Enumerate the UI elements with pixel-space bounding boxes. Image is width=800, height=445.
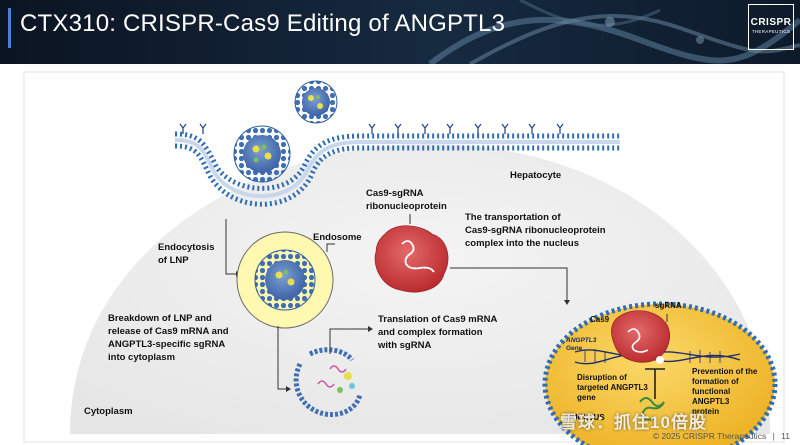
arrow-endosome [326, 243, 335, 252]
label-disruption-3: gene [577, 393, 596, 402]
label-breakdown-3: ANGPTL3-specific sgRNA [108, 339, 225, 350]
label-rnp-1: Cas9-sgRNA [366, 188, 424, 199]
label-gene-1: ANGPTL3 [565, 337, 597, 344]
label-endocytosis-2: of LNP [158, 255, 189, 266]
footer-separator: | [772, 431, 775, 441]
footer-page-number: 11 [781, 431, 790, 441]
label-translation-3: with sgRNA [377, 340, 431, 351]
label-endocytosis-1: Endocytosis [158, 242, 215, 253]
label-rnp-2: ribonucleoprotein [366, 201, 447, 212]
label-breakdown-4: into cytoplasm [108, 352, 175, 363]
slide-footer: © 2025 CRISPR Therapeutics | 11 [653, 431, 790, 441]
label-breakdown-2: release of Cas9 mRNA and [108, 326, 229, 337]
logo-wordmark: CRISPR [750, 17, 792, 28]
label-sgrna: sgRNA [655, 301, 682, 310]
logo-subtitle: THERAPEUTICS [751, 29, 791, 34]
watermark: 雪球：抓住10倍股 [560, 413, 707, 432]
arrow-to-nucleus [450, 267, 568, 304]
slide-header: CTX310: CRISPR-Cas9 Editing of ANGPTL3 C… [0, 0, 800, 64]
cell-membrane [174, 131, 620, 207]
nucleus [542, 301, 778, 445]
label-cytoplasm: Cytoplasm [84, 406, 133, 417]
label-prevention-2: formation of [692, 377, 739, 386]
cas9-in-nucleus [611, 310, 670, 364]
footer-copyright: © 2025 CRISPR Therapeutics [652, 431, 767, 441]
slide-title: CTX310: CRISPR-Cas9 Editing of ANGPTL3 [20, 10, 506, 37]
label-transport-2: Cas9-sgRNA ribonucleoprotein [465, 225, 606, 236]
label-prevention-4: ANGPTL3 [692, 397, 730, 406]
label-cas9: Cas9 [590, 315, 610, 324]
cas9-sgrna-complex [374, 225, 449, 293]
label-gene-2: Gene [566, 345, 583, 352]
endosome [236, 231, 334, 329]
label-disruption-2: targeted ANGPTL3 [577, 383, 648, 392]
label-prevention-1: Prevention of the [692, 367, 758, 376]
label-transport-3: complex into the nucleus [465, 238, 579, 249]
label-nucleus: NUCLEUS [566, 413, 605, 422]
membrane-receptors [179, 123, 564, 134]
label-endosome: Endosome [313, 232, 362, 243]
title-accent-bar [8, 8, 11, 48]
label-prevention-3: functional [692, 387, 730, 396]
label-disruption-1: Disruption of [577, 373, 627, 382]
arrow-endocytosis [225, 219, 240, 275]
label-breakdown-1: Breakdown of LNP and [108, 313, 212, 324]
company-logo: CRISPR THERAPEUTICS [748, 4, 794, 50]
lnp-particle-extracellular [294, 80, 338, 124]
label-translation-1: Translation of Cas9 mRNA [378, 314, 497, 325]
angptl3-protein-icon [639, 397, 665, 421]
label-translation-2: and complex formation [378, 327, 483, 338]
label-hepatocyte: Hepatocyte [510, 170, 561, 181]
lnp-particle-endocytosis [233, 125, 291, 183]
label-prevention-5: protein [692, 407, 719, 416]
inhibition-symbol [645, 368, 665, 399]
broken-lnp-vesicle [293, 347, 363, 417]
label-transport-1: The transportation of [465, 212, 561, 223]
dna-background-graphic [0, 0, 800, 64]
mechanism-diagram: Hepatocyte Endocytosis of LNP Endosome B… [23, 71, 785, 445]
arrow-translation [329, 328, 372, 354]
